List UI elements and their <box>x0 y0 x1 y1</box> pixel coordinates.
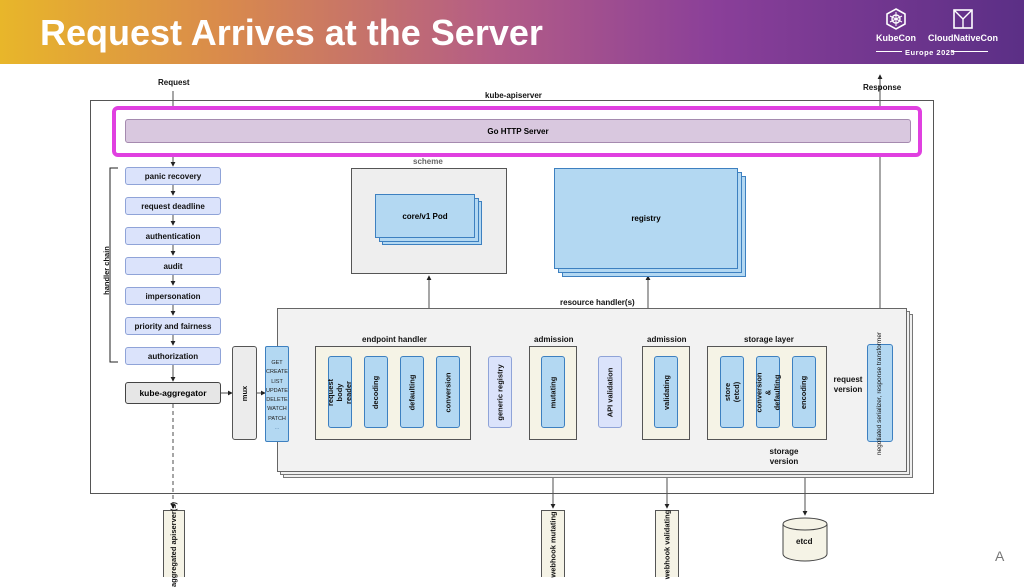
endpoint-handler-label: endpoint handler <box>362 335 427 344</box>
verb-item: UPDATE <box>266 387 288 394</box>
storage-step-conversion-defaulting: conversion & defaulting <box>755 356 782 428</box>
kube-aggregator-box: kube-aggregator <box>125 382 221 404</box>
storage-step-encoding: encoding <box>792 356 816 428</box>
logo-divider <box>876 51 902 52</box>
handler-authorization: authorization <box>125 347 221 365</box>
serializer-box: negotiated serializer, response transfor… <box>867 331 893 455</box>
logo-divider <box>952 51 988 52</box>
verb-item: CREATE <box>266 369 288 376</box>
kube-apiserver-label: kube-apiserver <box>485 91 542 100</box>
storage-version-label: storage version <box>769 447 799 466</box>
endpoint-step-defaulting: defaulting <box>400 356 424 428</box>
go-http-server-box: Go HTTP Server <box>125 119 911 143</box>
endpoint-step-request-body-reader: request body reader <box>327 356 354 428</box>
cloudnativecon-logo: CloudNativeCon <box>928 8 998 43</box>
handler-authentication: authentication <box>125 227 221 245</box>
storage-step-store-etcd-: store (etcd) <box>720 356 744 428</box>
corner-mark: A <box>995 548 1005 564</box>
handler-priority-and-fairness: priority and fairness <box>125 317 221 335</box>
slide-header: Request Arrives at the Server KubeCon Cl… <box>0 0 1024 64</box>
verbs-box: GET CREATE LIST UPDATE DELETE WATCH PATCH... <box>265 346 289 442</box>
registry-box: registry <box>554 168 738 269</box>
storage-layer-label: storage layer <box>744 335 794 344</box>
aggregated-apiservers-box: aggregated apiserver(s) <box>163 501 185 587</box>
validating-step: validating <box>654 356 678 428</box>
admission-mutating-label: admission <box>534 335 574 344</box>
response-label: Response <box>863 83 902 92</box>
endpoint-step-conversion: conversion <box>436 356 460 428</box>
generic-registry-box: generic registry <box>488 356 512 428</box>
slide-title: Request Arrives at the Server <box>40 12 543 53</box>
event-label: Europe 2025 <box>905 48 956 57</box>
mux-box: mux <box>232 346 257 440</box>
etcd-label: etcd <box>796 537 813 546</box>
verb-item: LIST <box>271 378 283 385</box>
verb-item: WATCH <box>267 406 287 413</box>
resource-handlers-label: resource handler(s) <box>560 298 635 307</box>
handler-audit: audit <box>125 257 221 275</box>
webhook-mutating-box: webhook mutating <box>541 510 565 577</box>
kubecon-icon <box>886 8 906 30</box>
kubecon-text: KubeCon <box>876 33 916 43</box>
core-pod-box: core/v1 Pod <box>375 194 475 238</box>
webhook-validating-box: webhook validating <box>655 509 679 579</box>
request-label: Request <box>158 78 190 87</box>
endpoint-step-decoding: decoding <box>364 356 388 428</box>
verb-item: DELETE <box>266 397 288 404</box>
handler-panic-recovery: panic recovery <box>125 167 221 185</box>
cloudnativecon-icon <box>953 9 973 29</box>
handler-impersonation: impersonation <box>125 287 221 305</box>
handler-request-deadline: request deadline <box>125 197 221 215</box>
handler-chain-bracket <box>109 167 118 363</box>
request-version-label: request version <box>833 375 863 394</box>
kube-apiserver-frame <box>90 100 934 494</box>
etcd-cylinder <box>782 517 828 562</box>
verbs-list: GET CREATE LIST UPDATE DELETE WATCH PATCH... <box>266 359 288 433</box>
verb-item: ... <box>274 425 280 432</box>
verb-item: GET <box>271 360 283 366</box>
cloudnativecon-text: CloudNativeCon <box>928 33 999 43</box>
scheme-label: scheme <box>413 157 443 166</box>
admission-validating-label: admission <box>647 335 687 344</box>
kubecon-logo: KubeCon <box>876 8 916 43</box>
handler-chain-label: handler chain <box>101 245 111 295</box>
api-validation-box: API validation <box>598 356 622 428</box>
verb-item: PATCH <box>268 415 286 422</box>
mutating-step: mutating <box>541 356 565 428</box>
